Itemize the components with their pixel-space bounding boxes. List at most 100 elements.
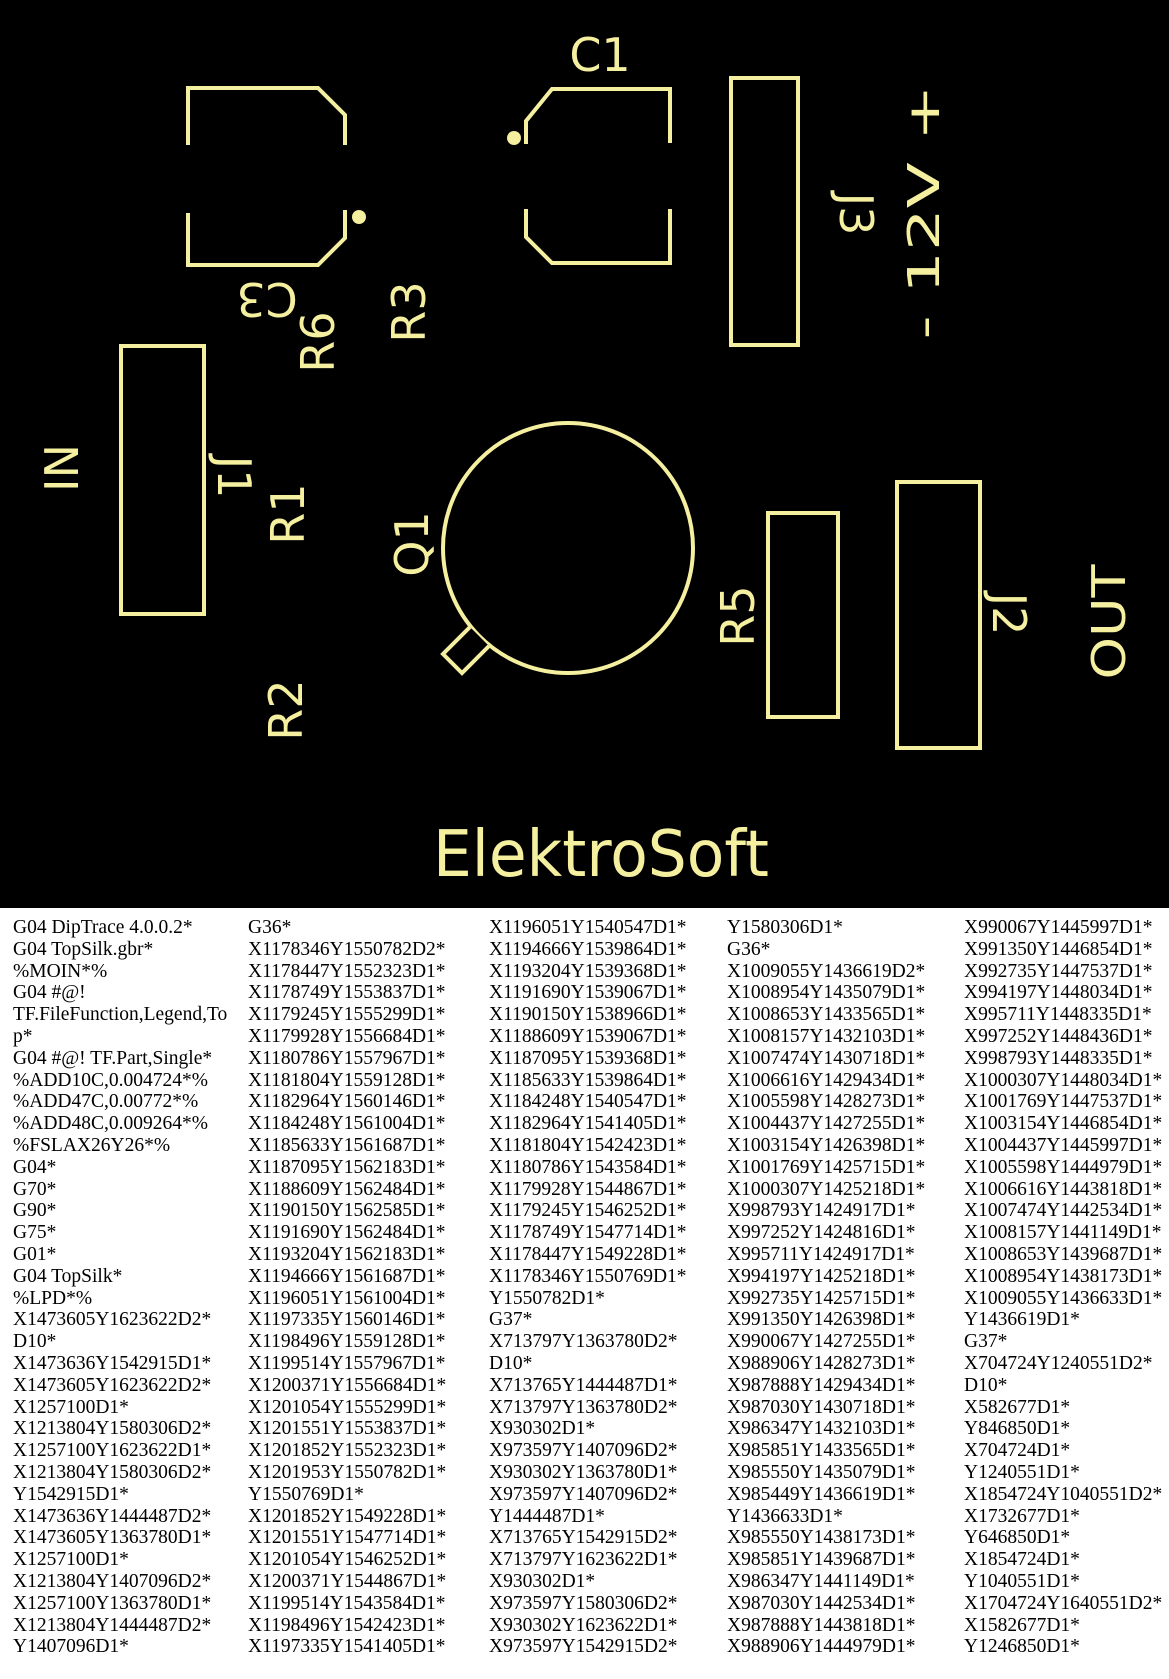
- gerber-line: X1008157Y1432103D1*: [727, 1025, 926, 1047]
- gerber-column-3: X1196051Y1540547D1*X1194666Y1539864D1*X1…: [489, 917, 687, 1658]
- gerber-line: X713797Y1623622D1*: [489, 1549, 678, 1571]
- gerber-line: D10*: [964, 1374, 1008, 1396]
- gerber-line: X1184248Y1540547D1*: [489, 1091, 687, 1113]
- gerber-line: X1213804Y1444487D2*: [13, 1614, 212, 1636]
- gerber-line: X1197335Y1541405D1*: [248, 1636, 446, 1658]
- gerber-line: G04*: [13, 1156, 57, 1178]
- label-j2: J2: [982, 590, 1036, 636]
- gerber-line: X1473605Y1623622D2*: [13, 1374, 212, 1396]
- gerber-line: X1194666Y1561687D1*: [248, 1265, 446, 1287]
- gerber-line: X998793Y1424917D1*: [727, 1200, 916, 1222]
- gerber-line: Y1240551D1*: [964, 1461, 1080, 1483]
- gerber-line: X1185633Y1561687D1*: [248, 1134, 446, 1156]
- gerber-line: X1178749Y1547714D1*: [489, 1222, 687, 1244]
- gerber-line: X1201551Y1553837D1*: [248, 1418, 447, 1440]
- gerber-line: G01*: [13, 1243, 57, 1265]
- gerber-line: %ADD48C,0.009264*%: [13, 1113, 208, 1135]
- gerber-line: X994197Y1448034D1*: [964, 982, 1153, 1004]
- brand-text: ElektroSoft: [433, 818, 769, 892]
- gerber-line: p*: [13, 1025, 33, 1047]
- label-power-12v: - 12V +: [899, 85, 950, 340]
- label-r3: R3: [382, 281, 436, 342]
- c1-outline: [524, 87, 672, 265]
- gerber-line: X1201852Y1552323D1*: [248, 1440, 447, 1462]
- gerber-line: D10*: [13, 1331, 57, 1353]
- gerber-line: X582677D1*: [964, 1396, 1071, 1418]
- gerber-line: D10*: [489, 1352, 533, 1374]
- gerber-line: G04 TopSilk*: [13, 1265, 123, 1287]
- gerber-line: G75*: [13, 1222, 57, 1244]
- gerber-line: X1200371Y1556684D1*: [248, 1374, 447, 1396]
- gerber-line: X1257100Y1363780D1*: [13, 1592, 212, 1614]
- silkscreen-preview: C1 C3 R6 R3 J3 IN J1 R1 Q1 R2 R5 J2 OUT …: [35, 28, 1136, 892]
- gerber-line: X1179245Y1555299D1*: [248, 1004, 446, 1026]
- gerber-line: X1180786Y1557967D1*: [248, 1047, 446, 1069]
- gerber-line: X713797Y1363780D2*: [489, 1331, 678, 1353]
- label-r5: R5: [711, 585, 765, 646]
- gerber-line: X995711Y1424917D1*: [727, 1243, 915, 1265]
- gerber-line: X1188609Y1539067D1*: [489, 1025, 687, 1047]
- gerber-line: X1193204Y1562183D1*: [248, 1243, 446, 1265]
- gerber-line: X1006616Y1429434D1*: [727, 1069, 926, 1091]
- gerber-line: X1199514Y1543584D1*: [248, 1592, 446, 1614]
- gerber-line: X1178346Y1550782D2*: [248, 938, 446, 960]
- gerber-line: X1201953Y1550782D1*: [248, 1461, 447, 1483]
- j3-outline: [729, 76, 800, 347]
- gerber-line: X1181804Y1559128D1*: [248, 1069, 446, 1091]
- gerber-line: X1003154Y1426398D1*: [727, 1134, 926, 1156]
- gerber-line: X990067Y1427255D1*: [727, 1331, 916, 1353]
- gerber-line: X1200371Y1544867D1*: [248, 1570, 447, 1592]
- gerber-line: X997252Y1424816D1*: [727, 1222, 916, 1244]
- gerber-line: X1191690Y1562484D1*: [248, 1222, 446, 1244]
- gerber-line: X973597Y1542915D2*: [489, 1636, 678, 1658]
- gerber-line: %ADD10C,0.004724*%: [13, 1069, 208, 1091]
- gerber-line: X1182964Y1541405D1*: [489, 1113, 687, 1135]
- gerber-line: X1178346Y1550769D1*: [489, 1265, 687, 1287]
- label-in: IN: [35, 444, 89, 492]
- gerber-line: X1185633Y1539864D1*: [489, 1069, 687, 1091]
- j2-outline: [895, 480, 982, 750]
- gerber-line: X1179928Y1556684D1*: [248, 1025, 446, 1047]
- gerber-line: X1008653Y1433565D1*: [727, 1004, 926, 1026]
- gerber-line: Y1246850D1*: [964, 1636, 1080, 1658]
- gerber-column-5: X990067Y1445997D1*X991350Y1446854D1*X992…: [964, 917, 1162, 1658]
- label-r1: R1: [261, 483, 315, 544]
- gerber-line: X1003154Y1446854D1*: [964, 1113, 1163, 1135]
- gerber-line: X1257100D1*: [13, 1549, 129, 1571]
- gerber-line: Y1444487D1*: [489, 1505, 605, 1527]
- gerber-line: X1008954Y1438173D1*: [964, 1265, 1163, 1287]
- gerber-line: Y1550782D1*: [489, 1287, 605, 1309]
- gerber-line: X992735Y1425715D1*: [727, 1287, 916, 1309]
- gerber-line: X1006616Y1443818D1*: [964, 1178, 1163, 1200]
- silkscreen-canvas: C1 C3 R6 R3 J3 IN J1 R1 Q1 R2 R5 J2 OUT …: [35, 28, 1136, 892]
- gerber-line: X1582677D1*: [964, 1614, 1080, 1636]
- gerber-line: Y1436619D1*: [964, 1309, 1080, 1331]
- gerber-line: X1001769Y1425715D1*: [727, 1156, 926, 1178]
- gerber-line: X1473636Y1542915D1*: [13, 1352, 212, 1374]
- gerber-line: X1196051Y1561004D1*: [248, 1287, 446, 1309]
- gerber-line: X1732677D1*: [964, 1505, 1080, 1527]
- c1-polarity-dot: [507, 131, 521, 145]
- gerber-line: X1213804Y1580306D2*: [13, 1461, 212, 1483]
- r5-outline: [766, 511, 840, 719]
- gerber-line: G37*: [964, 1331, 1008, 1353]
- gerber-line: X985449Y1436619D1*: [727, 1483, 916, 1505]
- gerber-line: X987888Y1429434D1*: [727, 1374, 916, 1396]
- gerber-line: X985550Y1435079D1*: [727, 1461, 916, 1483]
- gerber-line: X1179245Y1546252D1*: [489, 1200, 687, 1222]
- gerber-source-panel: G04 DipTrace 4.0.0.2*G04 TopSilk.gbr*%MO…: [0, 908, 1169, 1679]
- label-q1: Q1: [385, 511, 439, 576]
- label-c1: C1: [569, 28, 630, 82]
- gerber-line: X1198496Y1542423D1*: [248, 1614, 446, 1636]
- gerber-line: X998793Y1448335D1*: [964, 1047, 1153, 1069]
- gerber-line: X1201054Y1555299D1*: [248, 1396, 447, 1418]
- gerber-line: X1201852Y1549228D1*: [248, 1505, 447, 1527]
- gerber-line: X1187095Y1562183D1*: [248, 1156, 446, 1178]
- gerber-line: G70*: [13, 1178, 57, 1200]
- q1-outline: [441, 421, 695, 675]
- gerber-line: Y1580306D1*: [727, 917, 843, 938]
- gerber-line: X1704724Y1640551D2*: [964, 1592, 1163, 1614]
- gerber-line: X995711Y1448335D1*: [964, 1004, 1152, 1026]
- gerber-line: %FSLAX26Y26*%: [13, 1134, 171, 1156]
- gerber-line: X1473605Y1623622D2*: [13, 1309, 212, 1331]
